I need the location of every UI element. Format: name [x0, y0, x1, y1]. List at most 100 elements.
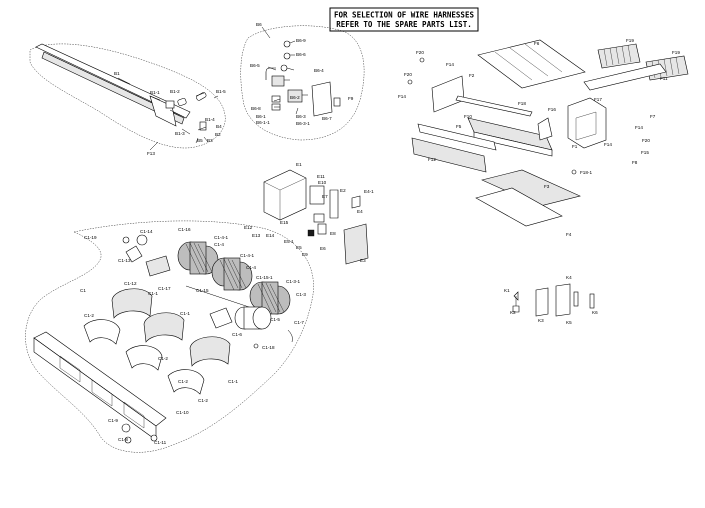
label-b6-1-1: B6-1-1: [256, 120, 270, 125]
label-f20-b: F20: [404, 72, 412, 77]
label-f20-c: F20: [642, 138, 650, 143]
drain-clip: [199, 121, 207, 131]
label-b1-2: B1-2: [170, 89, 180, 94]
label-c1-5: C1-5: [270, 317, 280, 322]
label-f2: F2: [469, 73, 475, 78]
label-f13: F13: [147, 151, 155, 156]
label-c1-2a: C1-2: [84, 313, 94, 318]
float-switch-group: B6 B6-9 B6-6 B6-5 B6-4 B6-2 B6-8 B6-1 B6…: [240, 22, 365, 141]
fan-motor: [234, 306, 272, 330]
label-e5: E5: [296, 245, 302, 250]
label-f11: F11: [660, 76, 668, 81]
casing-group: F6 F19 F19 F11 F2 F20 F20 F14 F14 F18 F1…: [398, 38, 689, 237]
label-b6-7: B6-7: [322, 116, 332, 121]
drain-pan-outline: [29, 43, 226, 149]
label-f19-a: F19: [626, 38, 634, 43]
label-e12: E12: [244, 225, 253, 230]
label-f15: F15: [641, 150, 649, 155]
label-b1: B1: [114, 71, 120, 76]
wire-harness-note: FOR SELECTION OF WIRE HARNESSES REFER TO…: [329, 7, 479, 32]
side-panel-right: [567, 97, 607, 149]
fan-assembly-outline: [25, 220, 314, 453]
label-f14-b: F14: [398, 94, 406, 99]
fan-wheel-2: [211, 257, 253, 291]
scroll-lower-3: [167, 369, 205, 395]
grille-left: [597, 43, 641, 69]
label-c1-18: C1-18: [262, 345, 275, 350]
label-b6: B6: [256, 22, 262, 27]
note-line-1: FOR SELECTION OF WIRE HARNESSES: [334, 11, 474, 20]
label-f8: F8: [632, 160, 638, 165]
label-b6-4: B6-4: [314, 68, 324, 73]
label-f12: F12: [428, 157, 436, 162]
drain-pan-end: [149, 95, 177, 127]
label-f1: F1: [572, 144, 578, 149]
label-e11: E11: [317, 174, 325, 179]
label-b1-3: B1-3: [175, 131, 185, 136]
label-c1-6: C1-6: [232, 332, 242, 337]
fan-wheel-3: [249, 281, 291, 315]
label-f5: F5: [456, 124, 462, 129]
insulation-block: [555, 283, 571, 317]
label-c1-16: C1-16: [178, 227, 191, 232]
label-c1-19: C1-19: [84, 235, 97, 240]
label-b1-4: B1-4: [205, 117, 215, 122]
drain-plug: [177, 98, 187, 106]
electric-box: [263, 169, 307, 221]
label-c1-1c: C1-1: [228, 379, 238, 384]
side-panel-left: [431, 75, 465, 113]
scroll-upper-1: [111, 288, 153, 319]
label-b6-6: B6-6: [296, 52, 306, 57]
label-b2: B2: [215, 132, 221, 137]
label-f14-a: F14: [446, 62, 454, 67]
label-f10: F10: [464, 114, 472, 119]
label-c1-7: C1-7: [294, 320, 304, 325]
label-b6-8: B6-8: [251, 106, 261, 111]
label-c1-17: C1-17: [158, 286, 171, 291]
fan-wheel-1: [177, 241, 219, 275]
label-c1-2b: C1-2: [158, 356, 168, 361]
label-b1-1: B1-1: [150, 90, 160, 95]
electric-box-group: E1 E11 E10 E2 E7 E4-1 E4 E3 E8 E6 E9 E15…: [244, 162, 374, 265]
label-f17: F17: [594, 97, 602, 102]
label-c1-4a: C1-4: [214, 242, 224, 247]
note-frame: [329, 7, 479, 32]
label-f4: F4: [566, 232, 572, 237]
bearing-plate: [145, 255, 171, 277]
label-e15: E15: [280, 220, 289, 225]
label-c1-11: C1-11: [154, 440, 167, 445]
label-f14-c: F14: [604, 142, 612, 147]
label-e1: E1: [296, 162, 302, 167]
label-c1-9: C1-9: [108, 418, 118, 423]
label-e4: E4: [357, 209, 363, 214]
label-c1-4-1b: C1-4-1: [240, 253, 254, 258]
label-k5: K5: [566, 320, 572, 325]
label-b6-5: B6-5: [250, 63, 260, 68]
label-e4-1: E4-1: [364, 189, 374, 194]
label-b6-3: B6-3: [296, 114, 306, 119]
label-c1: C1: [80, 288, 86, 293]
label-c1-3-1: C1-3-1: [286, 279, 300, 284]
filter-frame: [475, 187, 563, 227]
label-f16: F16: [548, 107, 556, 112]
label-f6: F6: [534, 41, 540, 46]
label-c1-8: C1-8: [118, 437, 128, 442]
drain-hose: [165, 100, 175, 109]
terminal-board: [343, 223, 369, 265]
label-b5: B5: [197, 138, 203, 143]
label-c1-15: C1-15: [196, 288, 209, 293]
insulation-sheet: [535, 287, 549, 317]
label-c1-12: C1-12: [124, 281, 137, 286]
label-e9: E9: [302, 252, 308, 257]
label-b6-3-1: B6-3-1: [296, 121, 310, 126]
drain-cap: [196, 92, 207, 101]
label-f14-d: F14: [635, 125, 643, 130]
label-c1-10: C1-10: [176, 410, 189, 415]
label-k2: K2: [510, 310, 516, 315]
label-e7: E7: [322, 194, 328, 199]
label-f7: F7: [650, 114, 656, 119]
label-b1-5: B1-5: [216, 89, 226, 94]
label-k3: K3: [538, 318, 544, 323]
